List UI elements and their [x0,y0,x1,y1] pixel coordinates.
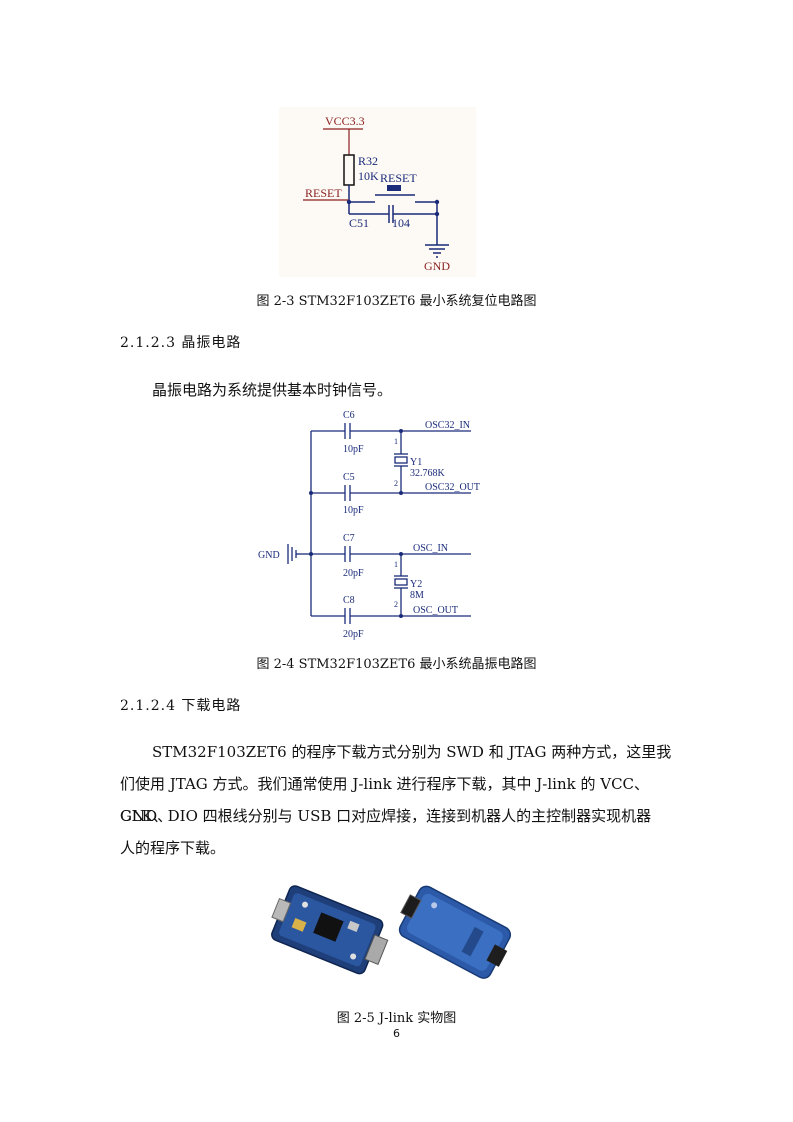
reset-circuit-diagram: VCC3.3 R32 10K RESET RESET C51 104 [279,107,476,277]
vcc-label: VCC3.3 [325,114,365,128]
download-paragraph-line-3: CLK、DIO 四根线分别与 USB 口对应焊接，连接到机器人的主控制器实现机器 [120,807,652,825]
download-paragraph-line-1: STM32F103ZET6 的程序下载方式分别为 SWD 和 JTAG 两种方式… [152,743,672,761]
y1-pin1: 1 [394,437,398,446]
crystal-y1 [394,456,408,464]
c7-value: 20pF [343,568,364,579]
crystal-circuit-diagram: GND C6 10pF OSC32_IN 1 2 Y1 32.768K C5 [258,410,480,640]
c51-value: 104 [392,216,410,230]
reset-button-symbol [387,185,401,191]
c6-value: 10pF [343,444,364,455]
c8-value: 20pF [343,629,364,640]
reset-circuit-figure: VCC3.3 R32 10K RESET RESET C51 104 [279,107,476,277]
jlink-photo-drawing [271,885,512,979]
y1-label: Y1 [410,457,422,468]
c6-label: C6 [343,410,355,421]
c51-label: C51 [349,216,369,230]
osc-out-label: OSC_OUT [413,605,458,616]
figure-2-5-caption: 图 2-5 J-link 实物图 [336,1011,457,1026]
crystal-circuit-figure: GND C6 10pF OSC32_IN 1 2 Y1 32.768K C5 [255,406,480,642]
jlink-board-front [271,885,389,975]
osc32-out-label: OSC32_OUT [425,482,480,493]
y2-pin1: 1 [394,560,398,569]
section-heading-crystal: 2.1.2.3 晶振电路 [120,335,242,351]
page-number: 6 [393,1027,400,1040]
c7-label: C7 [343,533,355,544]
crystal-y2 [394,578,408,586]
osc-in-label: OSC_IN [413,543,448,554]
y2-value: 8M [410,590,424,601]
r32-value: 10K [358,169,379,183]
download-paragraph-line-4: 人的程序下载。 [120,839,226,857]
figure-2-3-caption: 图 2-3 STM32F103ZET6 最小系统复位电路图 [256,294,537,309]
c5-value: 10pF [343,505,364,516]
osc32-in-label: OSC32_IN [425,420,470,431]
c8-label: C8 [343,595,355,606]
y1-value: 32.768K [410,468,446,479]
y2-label: Y2 [410,579,422,590]
reset-net-label: RESET [305,186,342,200]
crystal-paragraph: 晶振电路为系统提供基本时钟信号。 [152,381,393,399]
download-paragraph-line-2: 们使用 JTAG 方式。我们通常使用 J-link 进行程序下载，其中 J-li… [120,775,650,825]
y2-pin2: 2 [394,600,398,609]
c5-label: C5 [343,472,355,483]
section-heading-download: 2.1.2.4 下载电路 [120,698,242,714]
jlink-board-back [398,885,512,979]
jlink-photo [265,870,525,995]
crystal-gnd-label: GND [258,550,280,561]
r32-label: R32 [358,154,378,168]
gnd-label: GND [424,259,450,273]
button-label: RESET [380,171,417,185]
figure-2-4-caption: 图 2-4 STM32F103ZET6 最小系统晶振电路图 [256,657,537,672]
y1-pin2: 2 [394,479,398,488]
